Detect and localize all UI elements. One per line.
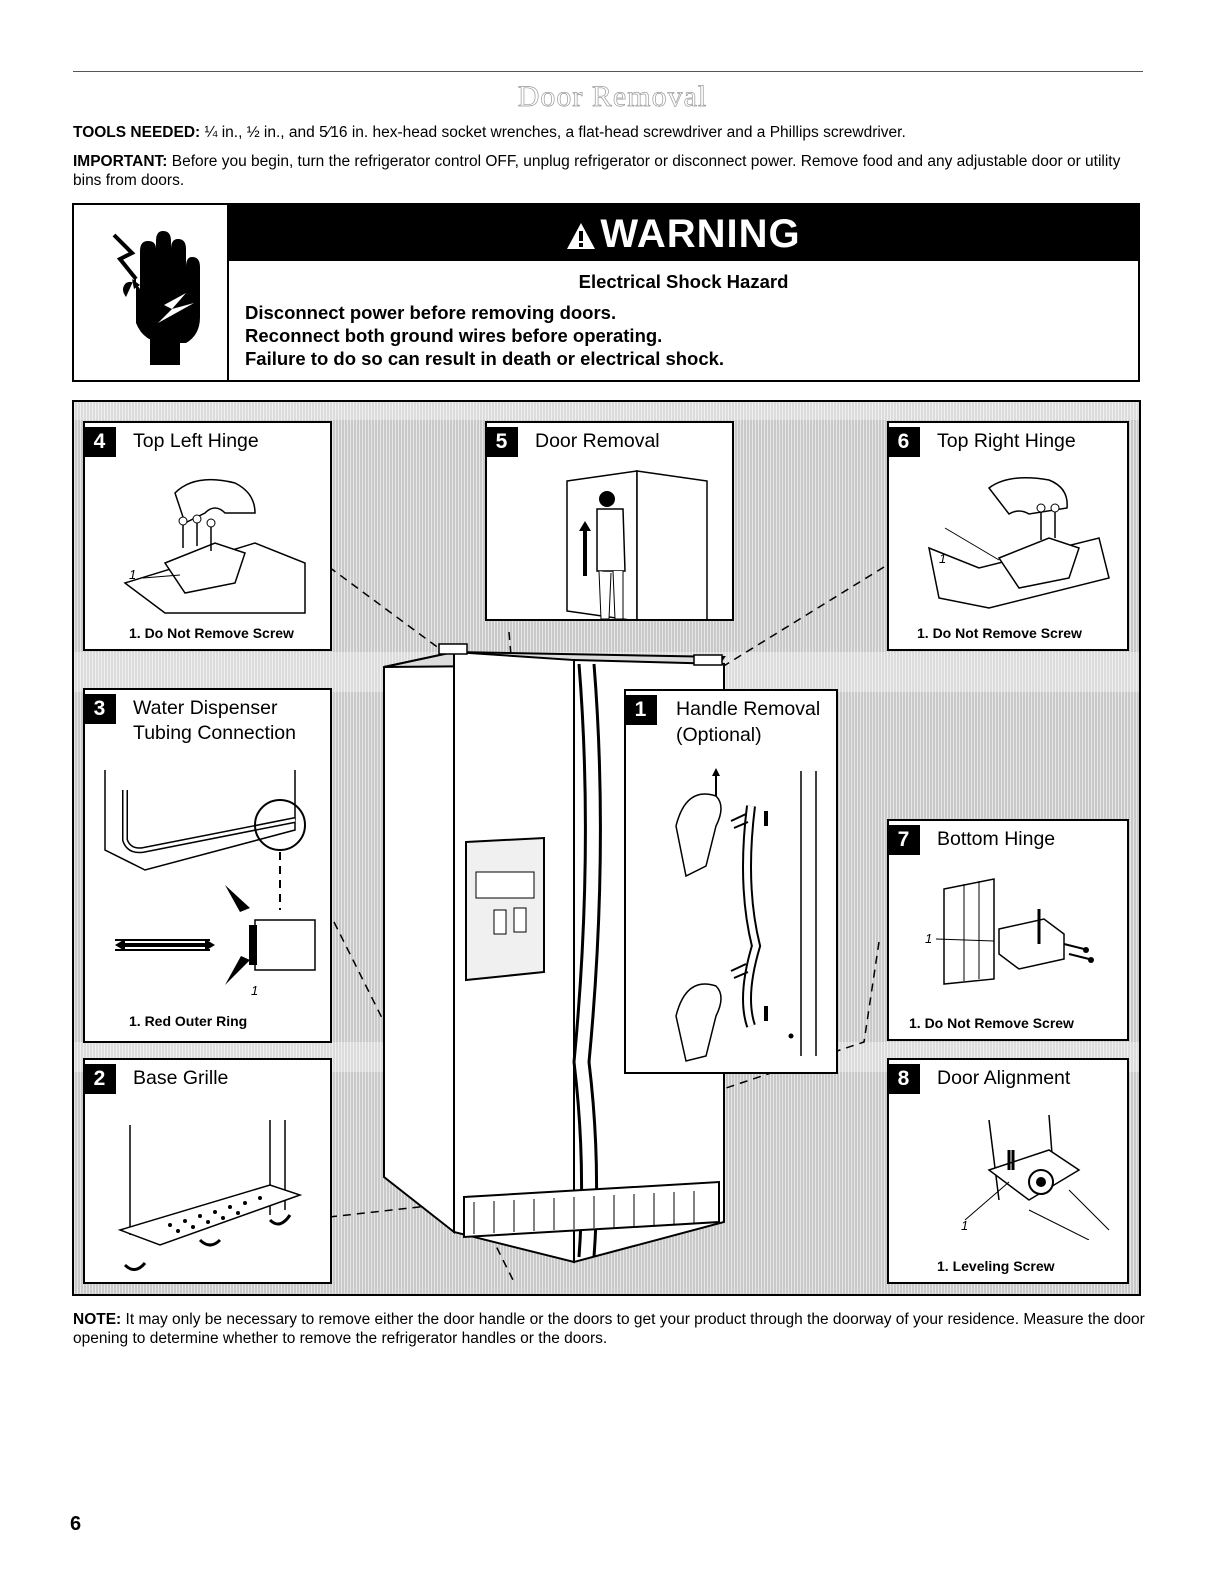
hazard-title: Electrical Shock Hazard	[578, 271, 789, 292]
callout-number: 1	[129, 567, 137, 582]
note-label: NOTE:	[73, 1311, 122, 1328]
note-paragraph: NOTE: It may only be necessary to remove…	[73, 1310, 1148, 1348]
step-number-badge: 1	[626, 695, 657, 725]
step-number-badge: 6	[889, 427, 920, 457]
step-8-door-alignment: 8 Door Alignment 1 1. Leveling Screw	[887, 1058, 1129, 1284]
step-title-line: Handle Removal	[676, 698, 821, 720]
step-number-badge: 8	[889, 1064, 920, 1094]
top-rule	[73, 71, 1143, 72]
door-removal-diagram: 4 Top Left Hinge 1 1. Do Not Remove Scre…	[72, 400, 1141, 1296]
warning-line: Reconnect both ground wires before opera…	[245, 325, 663, 346]
page-number: 6	[70, 1513, 82, 1535]
step-2-base-grille: 2 Base Grille	[83, 1058, 332, 1284]
step-title: Door Removal	[535, 430, 660, 452]
important-label: IMPORTANT:	[73, 153, 168, 170]
step-3-water-dispenser-tubing: 3 Water Dispenser Tubing Connection 1 1.…	[83, 688, 332, 1043]
step-5-door-removal: 5 Door Removal	[485, 421, 734, 621]
step-caption: 1. Leveling Screw	[937, 1258, 1055, 1274]
warning-line: Failure to do so can result in death or …	[245, 348, 725, 369]
tools-label: TOOLS NEEDED:	[73, 124, 201, 141]
note-text: It may only be necessary to remove eithe…	[73, 1311, 1145, 1347]
hinge-illustration	[123, 478, 306, 614]
step-caption: 1. Do Not Remove Screw	[917, 625, 1082, 641]
step-title-line: Water Dispenser	[133, 697, 278, 719]
step-title: Base Grille	[133, 1067, 229, 1089]
callout-number: 1	[939, 551, 947, 566]
step-caption: 1. Do Not Remove Screw	[909, 1015, 1074, 1031]
important-note: IMPORTANT: Before you begin, turn the re…	[73, 152, 1148, 190]
step-title-line: (Optional)	[676, 724, 762, 746]
shock-hazard-icon-cell	[74, 205, 229, 380]
step-7-bottom-hinge: 7 Bottom Hinge 1 1. Do Not Remove Screw	[887, 819, 1129, 1041]
step-number-badge: 7	[889, 825, 920, 855]
warning-instructions: Disconnect power before removing doors. …	[245, 301, 724, 370]
step-number-badge: 5	[487, 427, 518, 457]
step-title-line: Tubing Connection	[133, 722, 296, 744]
tubing-illustration	[104, 770, 316, 985]
band	[74, 402, 1139, 420]
warning-triangle-icon	[567, 223, 596, 250]
step-4-top-left-hinge: 4 Top Left Hinge 1 1. Do Not Remove Scre…	[83, 421, 332, 651]
step-title: Top Right Hinge	[937, 430, 1076, 452]
callout-number: 1	[961, 1218, 969, 1233]
step-caption: 1. Red Outer Ring	[129, 1013, 248, 1029]
step-number-badge: 4	[85, 427, 116, 457]
step-title: Door Alignment	[937, 1067, 1071, 1089]
handle-removal-illustration	[675, 768, 817, 1062]
page-title: Door Removal	[517, 80, 708, 114]
step-1-handle-removal: 1 Handle Removal (Optional)	[624, 689, 838, 1074]
callout-number: 1	[251, 983, 259, 998]
door-alignment-illustration	[964, 1114, 1110, 1240]
step-6-top-right-hinge: 6 Top Right Hinge 1 1. Do Not Remove Scr…	[887, 421, 1129, 651]
bottom-hinge-illustration	[935, 878, 1094, 985]
door-lift-illustration	[566, 470, 708, 619]
step-title: Top Left Hinge	[133, 430, 259, 452]
callout-number: 1	[925, 931, 933, 946]
refrigerator-illustration	[328, 566, 885, 1283]
tools-needed: TOOLS NEEDED: ¼ in., ½ in., and 5⁄16 in.…	[73, 123, 1148, 142]
step-title: Bottom Hinge	[937, 828, 1056, 850]
step-caption: 1. Do Not Remove Screw	[129, 625, 294, 641]
warning-banner: WARNING	[229, 205, 1138, 261]
warning-box: WARNING Electrical Shock Hazard Disconne…	[72, 203, 1140, 382]
important-text: Before you begin, turn the refrigerator …	[73, 153, 1121, 189]
warning-line: Disconnect power before removing doors.	[245, 302, 617, 323]
step-number-badge: 2	[85, 1064, 116, 1094]
hinge-illustration	[927, 477, 1110, 609]
warning-heading: WARNING	[600, 212, 801, 256]
tools-text: ¼ in., ½ in., and 5⁄16 in. hex-head sock…	[204, 124, 906, 141]
step-number-badge: 3	[85, 694, 116, 724]
base-grille-illustration	[117, 1120, 303, 1271]
electric-shock-hand-icon	[112, 231, 200, 365]
